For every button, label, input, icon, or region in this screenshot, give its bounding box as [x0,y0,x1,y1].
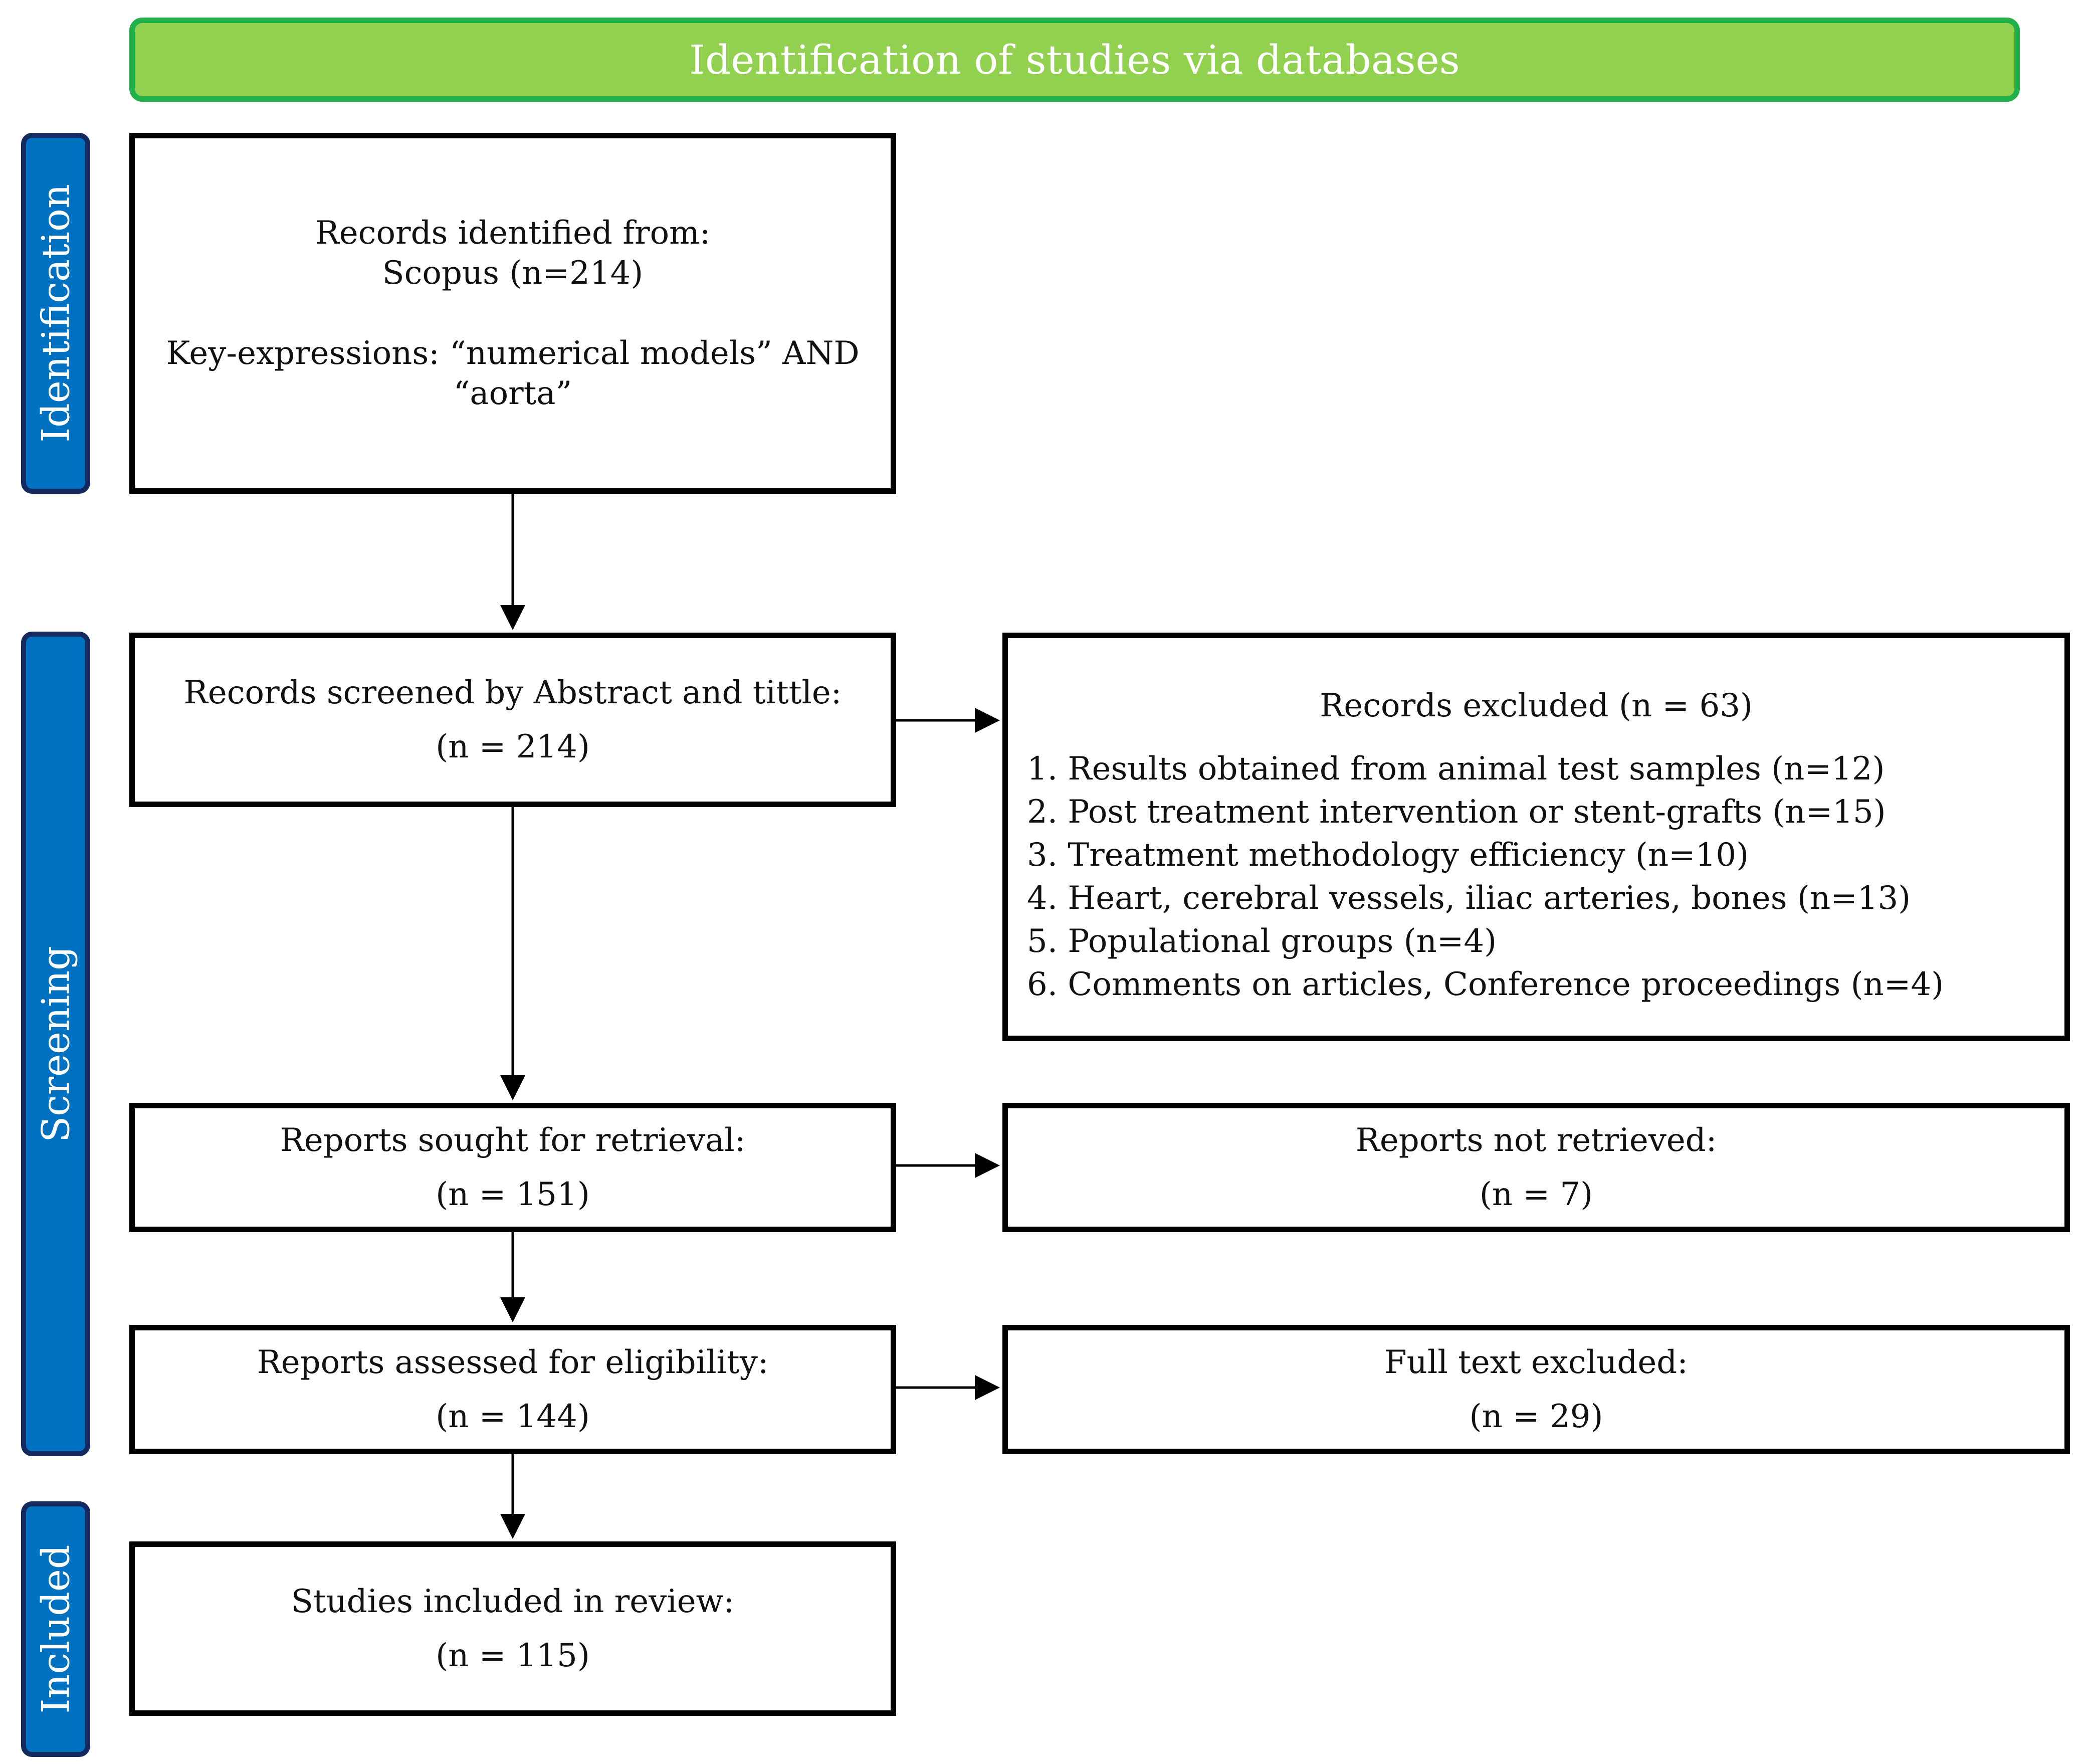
records-identified-line1: Records identified from: [315,215,711,252]
full-text-excluded-count: (n = 29) [1469,1398,1603,1435]
studies-included-count: (n = 115) [436,1637,590,1674]
exclusion-reason: 6. Comments on articles, Conference proc… [1027,966,1944,1003]
records-identified-line4: “aorta” [453,375,572,412]
exclusion-reason: 2. Post treatment intervention or stent-… [1027,794,1886,831]
reports-sought-box: Reports sought for retrieval: (n = 151) [129,1103,896,1232]
reports-assessed-label: Reports assessed for eligibility: [257,1344,769,1381]
exclusion-reason: 3. Treatment methodology efficiency (n=1… [1027,837,1749,874]
records-screened-count: (n = 214) [436,728,590,765]
exclusion-reason: 4. Heart, cerebral vessels, iliac arteri… [1027,880,1911,917]
reports-not-retrieved-box: Reports not retrieved: (n = 7) [1002,1103,2070,1232]
exclusion-reason: 5. Populational groups (n=4) [1027,923,1497,960]
reports-assessed-box: Reports assessed for eligibility: (n = 1… [129,1325,896,1454]
reports-not-retrieved-label: Reports not retrieved: [1355,1122,1717,1159]
studies-included-box: Studies included in review: (n = 115) [129,1541,896,1716]
exclusion-reasons-list: 1. Results obtained from animal test sam… [1008,747,2064,1006]
full-text-excluded-label: Full text excluded: [1384,1344,1688,1381]
records-identified-line2: Scopus (n=214) [382,255,644,292]
phase-included: Included [21,1501,90,1757]
records-screened-box: Records screened by Abstract and tittle:… [129,633,896,807]
records-identified-line3: Key-expressions: “numerical models” AND [166,335,860,372]
records-identified-box: Records identified from: Scopus (n=214) … [129,133,896,494]
reports-sought-count: (n = 151) [436,1176,590,1213]
reports-assessed-count: (n = 144) [436,1398,590,1435]
phase-identification: Identification [21,133,90,494]
exclusion-reason: 1. Results obtained from animal test sam… [1027,750,1885,788]
records-screened-label: Records screened by Abstract and tittle: [183,674,842,711]
records-excluded-box: Records excluded (n = 63) 1. Results obt… [1002,633,2070,1041]
reports-sought-label: Reports sought for retrieval: [280,1122,746,1159]
full-text-excluded-box: Full text excluded: (n = 29) [1002,1325,2070,1454]
studies-included-label: Studies included in review: [291,1583,734,1620]
reports-not-retrieved-count: (n = 7) [1479,1176,1593,1213]
header-title: Identification of studies via databases [689,36,1460,83]
identification-header: Identification of studies via databases [129,18,2020,102]
records-excluded-title: Records excluded (n = 63) [1320,687,1753,724]
phase-screening: Screening [21,632,90,1456]
